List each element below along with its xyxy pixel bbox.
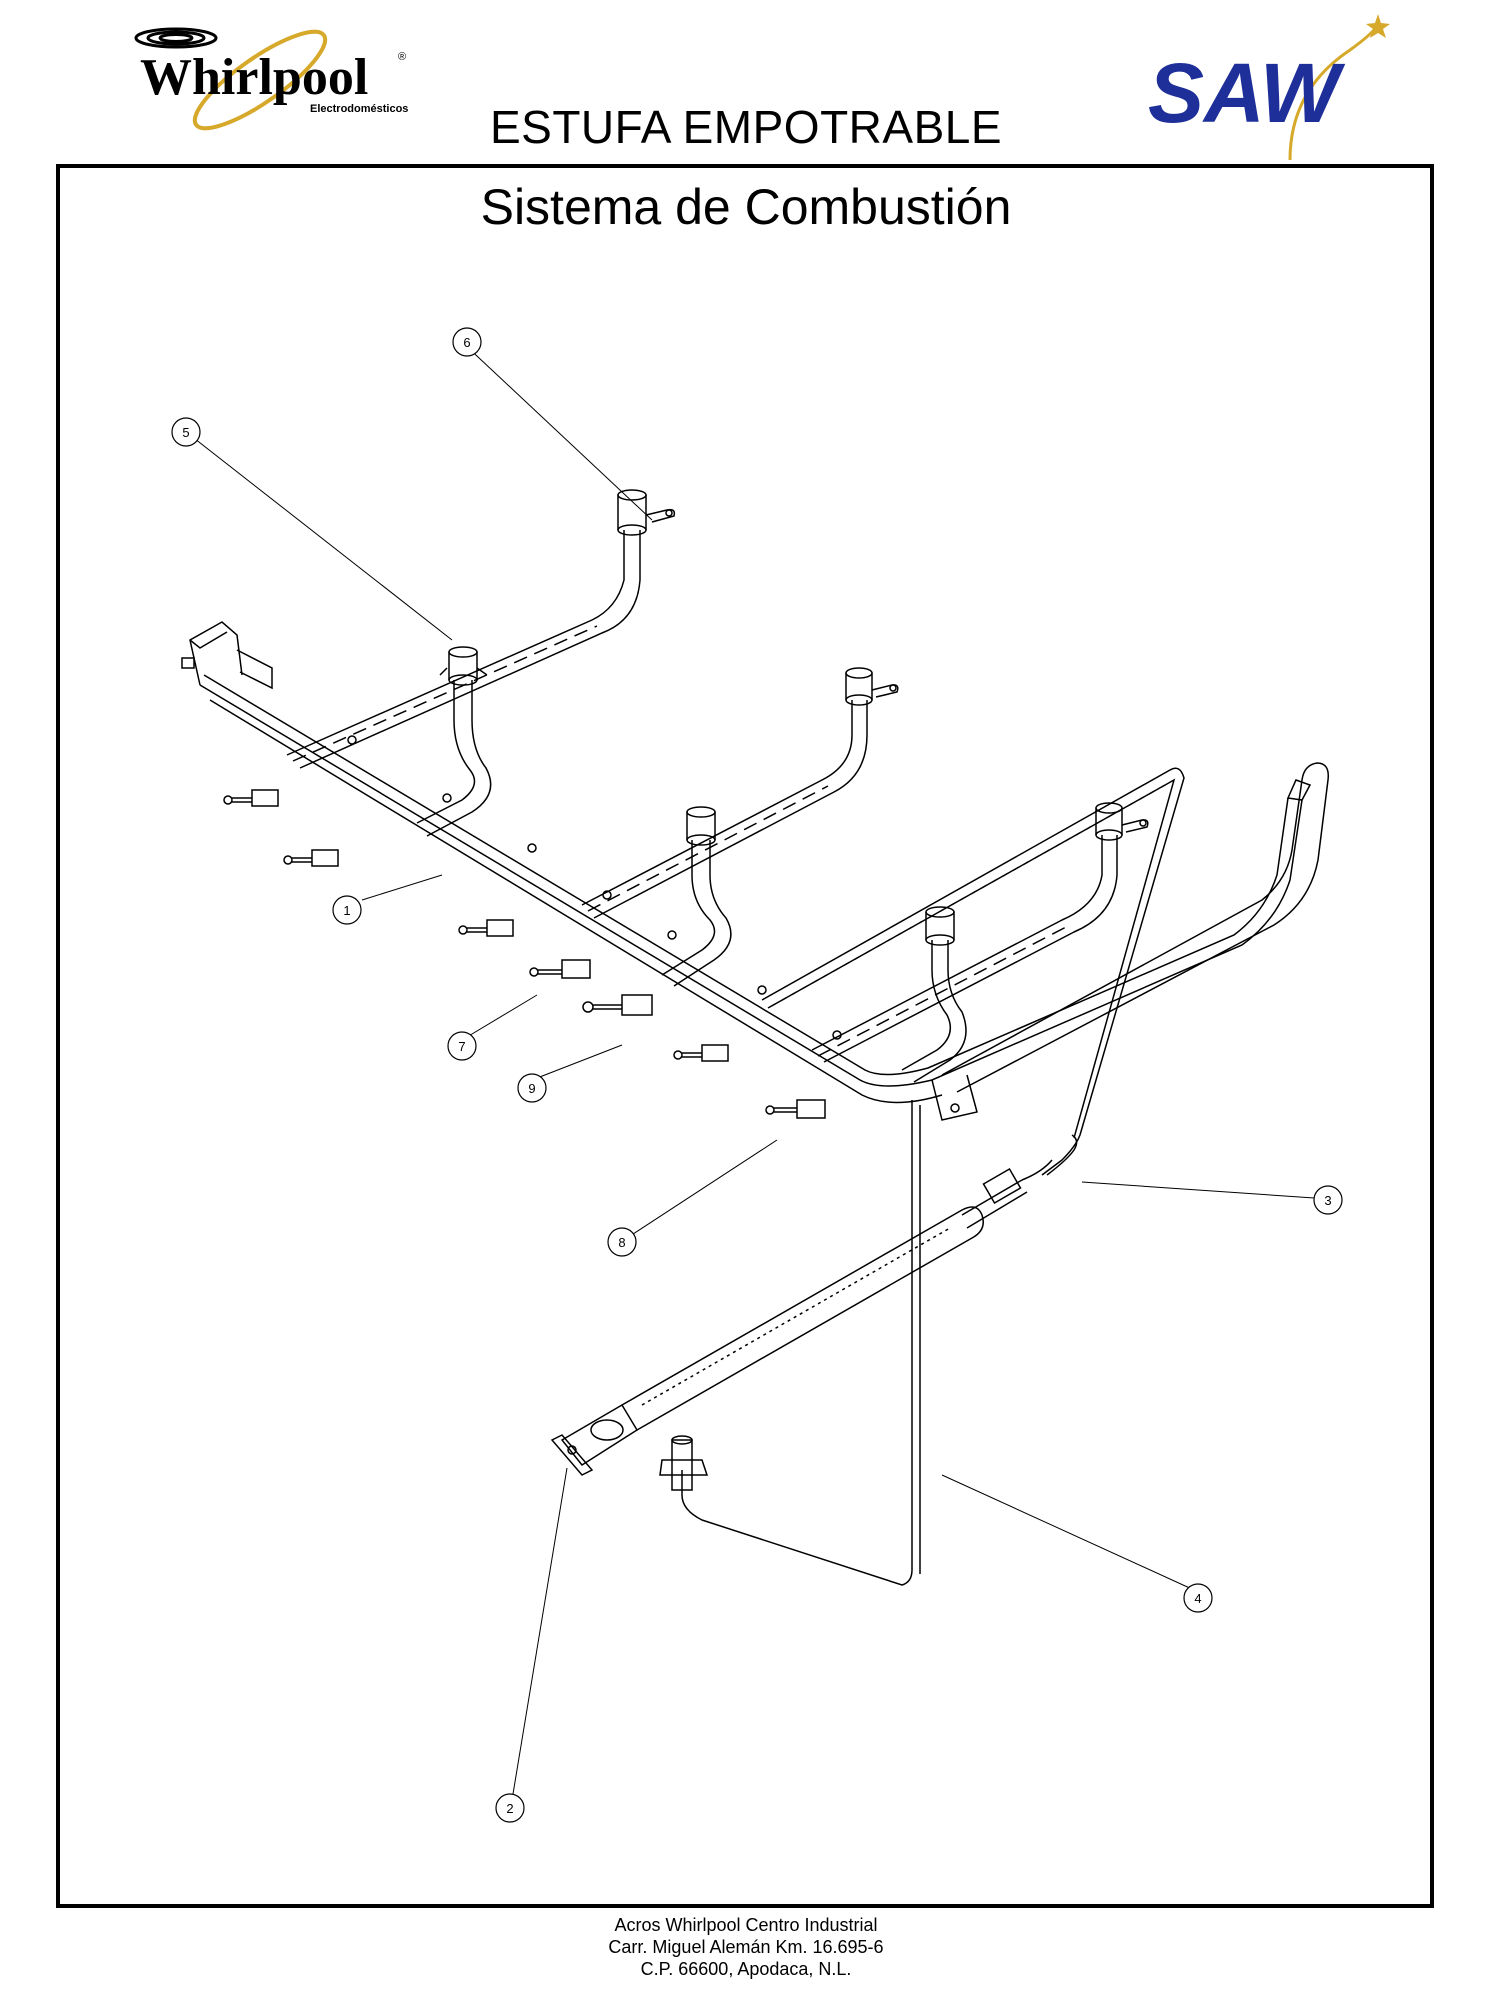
callout-5: 5 — [171, 417, 201, 447]
left-bracket — [181, 621, 273, 690]
svg-text:3: 3 — [1324, 1193, 1331, 1208]
brand-left-registered: ® — [398, 51, 406, 63]
tube-burner-5 — [416, 680, 492, 837]
thermocouple-line-3 — [761, 767, 1185, 1176]
leader-lines — [189, 341, 1315, 1801]
leader-4 — [941, 1474, 1195, 1591]
burner-center-front — [686, 806, 716, 846]
section-title: Sistema de Combustión — [480, 179, 1012, 235]
oven-thermocouple-4 — [659, 1100, 921, 1586]
valve-left-1 — [223, 789, 279, 807]
brand-left: Whirlpool — [140, 49, 368, 106]
svg-text:4: 4 — [1194, 1591, 1201, 1606]
oven-burner — [550, 1206, 984, 1476]
manifold-bolts — [347, 735, 842, 1040]
whirlpool-logo: Whirlpool ® Electrodomésticos — [134, 27, 408, 131]
svg-text:5: 5 — [182, 425, 189, 440]
tube-burner-6 — [286, 530, 641, 769]
leader-5 — [189, 434, 453, 641]
gas-supply-tube — [941, 762, 1330, 1093]
oven-connector — [961, 1159, 1053, 1229]
leader-2 — [511, 1467, 568, 1801]
callout-2: 2 — [495, 1793, 525, 1823]
svg-text:7: 7 — [458, 1039, 465, 1054]
leader-6 — [461, 341, 653, 521]
right-bracket — [931, 1074, 978, 1121]
svg-text:6: 6 — [463, 335, 470, 350]
footer-line-1: Acros Whirlpool Centro Industrial — [614, 1915, 878, 1935]
valve-9 — [582, 994, 653, 1016]
svg-text:9: 9 — [528, 1081, 535, 1096]
document-title: ESTUFA EMPOTRABLE — [489, 101, 1003, 153]
tube-burner-right-front — [901, 940, 967, 1083]
callouts: 1 2 3 4 5 6 7 8 — [171, 327, 1343, 1823]
burner-6 — [617, 489, 676, 536]
callout-7: 7 — [447, 1031, 477, 1061]
callout-1: 1 — [332, 895, 362, 925]
leader-9 — [531, 1044, 623, 1081]
svg-text:1: 1 — [343, 903, 350, 918]
callout-6: 6 — [452, 327, 482, 357]
callout-8: 8 — [607, 1227, 637, 1257]
combustion-system-drawing: 1 2 3 4 5 6 7 8 — [171, 327, 1343, 1823]
callout-4: 4 — [1183, 1583, 1213, 1613]
valve-7 — [529, 959, 591, 979]
leader-8 — [626, 1139, 778, 1239]
footer-line-2: Carr. Miguel Alemán Km. 16.695-6 — [608, 1937, 884, 1957]
tube-burner-center-back — [581, 700, 868, 919]
logo-swoosh — [192, 29, 328, 131]
callout-9: 9 — [517, 1073, 547, 1103]
valve-right-1 — [673, 1044, 729, 1062]
burner-right-front — [925, 906, 955, 946]
burner-center-back — [845, 667, 899, 706]
saw-logo: SAW — [1148, 14, 1390, 161]
star-icon — [1366, 14, 1390, 38]
svg-text:8: 8 — [618, 1235, 625, 1250]
brand-left-sub: Electrodomésticos — [310, 103, 408, 115]
swirl-icon — [134, 27, 218, 49]
burner-5 — [439, 646, 488, 686]
valve-center-1 — [458, 919, 514, 937]
svg-text:2: 2 — [506, 1801, 513, 1816]
drawing-frame — [56, 164, 1434, 1908]
leader-3 — [1081, 1181, 1315, 1199]
valve-left-2 — [283, 849, 339, 867]
tube-burner-center-front — [661, 840, 732, 987]
footer-address: Acros Whirlpool Centro Industrial Carr. … — [0, 1914, 1492, 1980]
leader-7 — [461, 994, 538, 1041]
brand-right: SAW — [1148, 46, 1346, 140]
valves — [223, 789, 826, 1119]
callout-3: 3 — [1313, 1185, 1343, 1215]
leader-1 — [361, 874, 443, 901]
valve-8 — [765, 1099, 826, 1119]
footer-line-3: C.P. 66600, Apodaca, N.L. — [640, 1959, 852, 1979]
tube-burner-right-back — [811, 835, 1118, 1063]
